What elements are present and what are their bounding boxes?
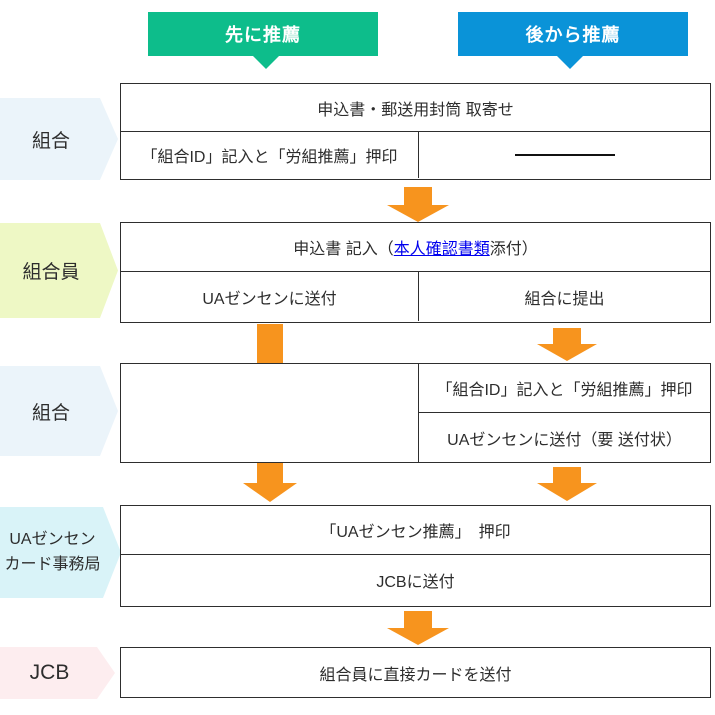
actor-label-card-office: UAゼンセン カード事務局 (0, 507, 121, 598)
actor-label-card-office-line2: カード事務局 (4, 555, 101, 573)
step-cell-union-id-stamp-2: 「組合ID」記入と「労組推薦」押印 (419, 364, 710, 413)
down-arrow-2-head-icon (537, 344, 597, 361)
long-down-arrow-head-icon (243, 483, 297, 502)
actor-label-union-1: 組合 (0, 98, 118, 180)
identity-documents-link[interactable]: 本人確認書類 (393, 241, 490, 258)
step-cell-send-card-to-member: 組合員に直接カードを送付 (319, 666, 512, 684)
down-arrow-3-head-icon (537, 483, 597, 501)
step-cell-not-applicable (419, 132, 710, 178)
step-cell-send-with-cover-letter: UAゼンセンに送付（要 送付状） (447, 431, 682, 449)
step-cell-empty-left (121, 364, 419, 462)
down-arrow-4-body (404, 611, 432, 628)
step-box-card-office: 「UAゼンセン推薦」 押印 JCBに送付 (120, 505, 711, 607)
down-arrow-1-head-icon (387, 205, 449, 222)
step-box-jcb: 組合員に直接カードを送付 (120, 647, 711, 698)
down-arrow-3-body (553, 467, 581, 483)
step-box-union-2: 「組合ID」記入と「労組推薦」押印 UAゼンセンに送付（要 送付状） (120, 363, 711, 463)
fill-application-text-post: 添付） (489, 241, 538, 258)
step-cell-union-id-stamp-1: 「組合ID」記入と「労組推薦」押印 (121, 132, 419, 178)
step-cell-uazensen-stamp: 「UAゼンセン推薦」 押印 (121, 506, 710, 555)
step-cell-obtain-forms: 申込書・郵送用封筒 取寄せ (121, 84, 710, 132)
empty-placeholder-line (514, 154, 615, 156)
step-cell-send-to-jcb: JCBに送付 (376, 574, 455, 591)
actor-label-card-office-line1: UAゼンセン (9, 530, 96, 548)
fill-application-text-pre: 申込書 記入（ (293, 241, 394, 258)
step-cell-send-to-uazensen: UAゼンセンに送付 (121, 272, 419, 321)
header-badge-later-recommendation: 後から推薦 (458, 12, 688, 56)
actor-label-member: 組合員 (0, 223, 118, 318)
actor-label-jcb: JCB (0, 647, 115, 699)
down-arrow-1-body (404, 187, 432, 205)
header-pointer-later-icon (557, 56, 583, 69)
step-cell-submit-to-union: 組合に提出 (524, 290, 605, 308)
header-badge-first-recommendation: 先に推薦 (148, 12, 378, 56)
step-box-member: 申込書 記入（本人確認書類 添付） UAゼンセンに送付 組合に提出 (120, 222, 711, 323)
header-pointer-first-icon (253, 56, 279, 69)
actor-label-union-2: 組合 (0, 366, 118, 456)
down-arrow-2-body (553, 328, 581, 344)
step-cell-fill-application: 申込書 記入（本人確認書類 添付） (121, 223, 710, 272)
step-box-union-1: 申込書・郵送用封筒 取寄せ 「組合ID」記入と「労組推薦」押印 (120, 83, 711, 180)
down-arrow-4-head-icon (387, 628, 449, 645)
